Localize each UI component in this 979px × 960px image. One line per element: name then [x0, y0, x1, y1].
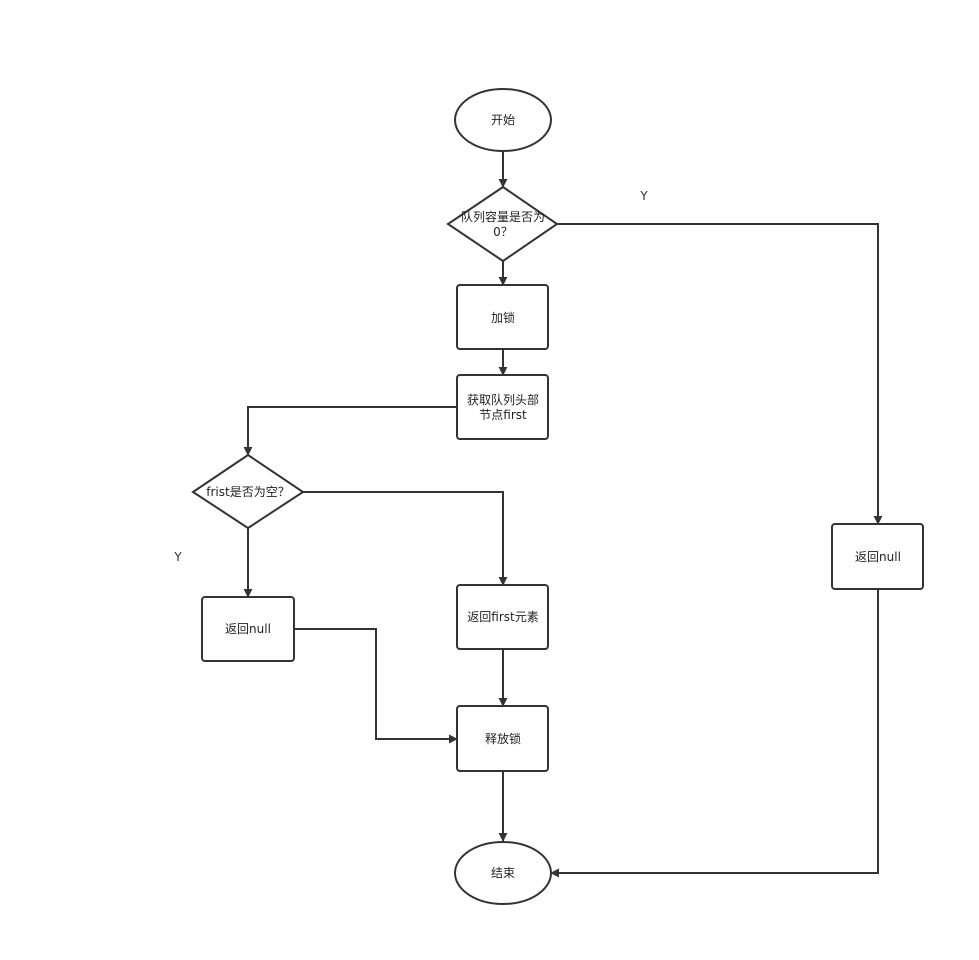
end-label: 结束 [491, 866, 515, 880]
node-get-first: 获取队列头部 节点first [456, 374, 549, 440]
node-return-null-left: 返回null [201, 596, 295, 662]
return-null-right-process [831, 523, 924, 590]
capacity-yes-label: Y [639, 189, 648, 203]
start-terminator [454, 88, 552, 152]
return-first-process [456, 584, 549, 650]
get-first-label-line2: 节点first [479, 408, 527, 422]
edges [243, 151, 883, 878]
edge-first-check-no-to-return-first [303, 491, 508, 586]
first-check-label: frist是否为空？ [206, 485, 289, 499]
node-lock: 加锁 [456, 284, 549, 350]
first-empty-yes-label: Y [173, 550, 182, 564]
release-lock-process [456, 705, 549, 772]
edge-return-null-right-to-end [550, 589, 879, 878]
capacity-check-decision [446, 185, 559, 263]
node-return-first: 返回first元素 [456, 584, 549, 650]
return-null-left-label: 返回null [225, 622, 271, 636]
node-capacity-check: 队列容量是否为 0？ [446, 185, 559, 263]
node-release-lock: 释放锁 [456, 705, 549, 772]
return-null-right-label: 返回null [855, 550, 901, 564]
start-label: 开始 [491, 113, 515, 127]
capacity-check-label-line1: 队列容量是否为 [461, 209, 545, 224]
return-null-left-process [201, 596, 295, 662]
return-first-label: 返回first元素 [467, 610, 538, 624]
end-terminator [454, 841, 552, 905]
node-first-check: frist是否为空？ [191, 453, 305, 530]
release-lock-label: 释放锁 [485, 731, 521, 746]
node-return-null-right: 返回null [831, 523, 924, 590]
node-end: 结束 [454, 841, 552, 905]
edge-get-first-to-first-check [243, 406, 457, 456]
lock-process [456, 284, 549, 350]
first-check-decision [191, 453, 305, 530]
get-first-process [456, 374, 549, 440]
get-first-label-line1: 获取队列头部 [467, 392, 539, 407]
capacity-check-label-line2: 0？ [493, 225, 513, 239]
edge-return-null-left-to-release-lock [294, 628, 458, 744]
edge-capacity-yes-to-return-null-right [557, 223, 883, 525]
node-start: 开始 [454, 88, 552, 152]
lock-label: 加锁 [491, 310, 515, 325]
